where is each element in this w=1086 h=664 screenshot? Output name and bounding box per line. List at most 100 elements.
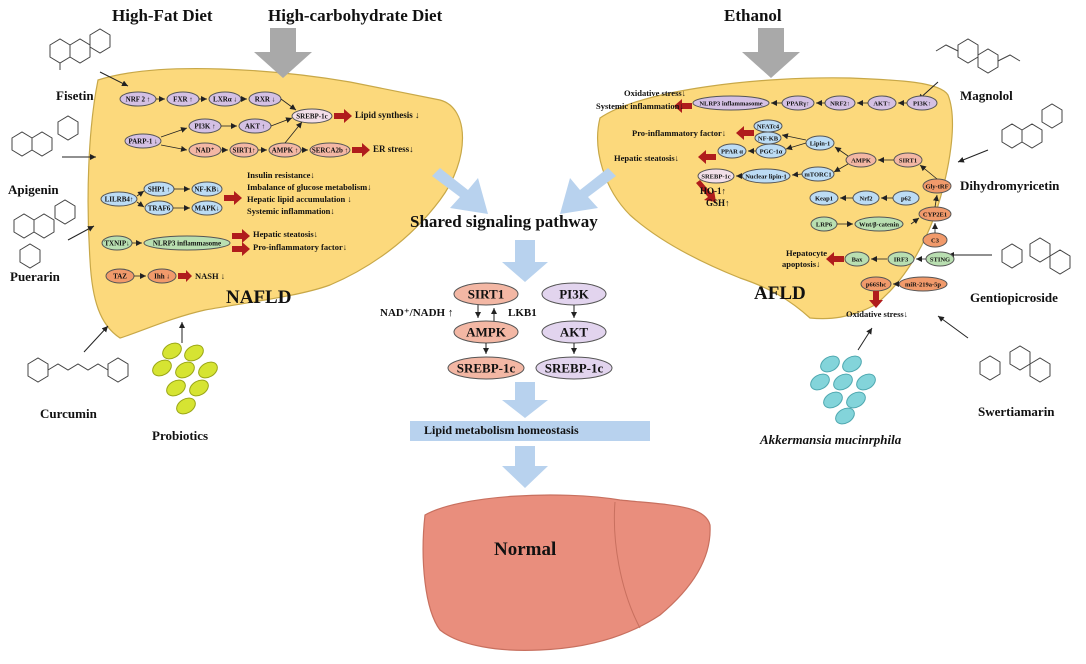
compound-akkermansia: Akkermansia mucinrphila xyxy=(760,432,902,447)
nafld-node-srebp xyxy=(291,108,333,124)
shared-pathway-connectors xyxy=(475,305,577,354)
nafld-node-sirt1-label: SIRT1↑ xyxy=(232,147,255,155)
homeostasis-bar xyxy=(410,421,650,441)
compound-curcumin: Curcumin xyxy=(40,406,97,421)
nad-nadh-label: NAD⁺/NADH ↑ xyxy=(380,307,454,319)
afld-node-pi3k-label: PI3K↑ xyxy=(913,101,931,108)
nafld-node-mapk xyxy=(191,200,223,216)
nafld-connectors xyxy=(132,96,308,279)
afld-node-c3-label: C3 xyxy=(931,238,940,245)
center-node-ampk-label: AMPK xyxy=(466,325,507,340)
afld-node-bax-label: Bax xyxy=(852,257,864,264)
afld-node-pgc1a-label: PGC-1α xyxy=(760,149,783,156)
afld-node-nfatc4-label: NFATc4 xyxy=(757,124,780,131)
nafld-node-nlrp3-label: NLRP3 inflammasome xyxy=(153,240,221,248)
lipid-homeostasis-label: Lipid metabolism homeostasis xyxy=(424,423,579,437)
arrow-ethanol-down xyxy=(742,28,800,78)
nafld-node-nlrp3 xyxy=(143,235,231,251)
nafld-node-ihh-label: Ihh ↓ xyxy=(154,273,170,281)
center-node-srebp-right xyxy=(535,356,613,380)
magnolol-structure-icon xyxy=(935,38,1021,74)
nafld-node-taz-label: TAZ xyxy=(113,273,127,281)
nafld-outcome-systemic-inflammation: Systemic inflammation↓ xyxy=(247,206,335,216)
nafld-node-mapk-label: MAPK↓ xyxy=(195,205,220,213)
nafld-outcome-glucose-imbalance: Imbalance of glucose metabolism↓ xyxy=(247,182,372,192)
afld-node-glytrf-label: Gly-tRF xyxy=(925,184,948,191)
afld-red-arrows xyxy=(674,99,883,308)
swertiamarin-structure-icon xyxy=(979,345,1051,383)
nafld-node-lxra-label: LXRα ↓ xyxy=(213,96,237,104)
afld-node-keap1 xyxy=(809,190,839,206)
nafld-node-traf6-label: TRAF6 xyxy=(148,205,171,213)
nafld-outcome-lipid-synthesis: Lipid synthesis ↓ xyxy=(355,110,420,120)
afld-node-sirt1-label: SIRT1 xyxy=(899,158,917,165)
normal-liver-lobe-line xyxy=(613,501,641,629)
arrow-afld-to-shared xyxy=(560,168,616,214)
nafld-outcome-er-stress: ER stress↓ xyxy=(373,144,414,154)
afld-node-bax xyxy=(844,251,870,267)
arrow-fisetin xyxy=(99,71,129,87)
afld-node-mtorc1-label: mTORC1 xyxy=(804,172,831,179)
dihydromyricetin-structure-icon xyxy=(1001,103,1063,149)
afld-node-ppara xyxy=(717,143,747,159)
nafld-node-fxr-label: FXR ↑ xyxy=(173,96,193,104)
afld-node-nrf2b-label: Nrf2 xyxy=(860,196,873,203)
afld-node-p66shc-label: p66Shc xyxy=(866,282,886,289)
fisetin-structure-icon xyxy=(49,28,111,70)
gentiopicroside-structure-icon xyxy=(1001,237,1071,275)
afld-outcome-oxidative-stress: Oxidative stress↓ xyxy=(624,88,686,98)
afld-outcome-apoptosis: apoptosis↓ xyxy=(782,259,821,269)
afld-node-nfkb-label: NF-KB xyxy=(758,136,779,143)
afld-node-wnt xyxy=(854,216,904,232)
nafld-outcome-insulin-resistance: Insulin resistance↓ xyxy=(247,170,315,180)
center-node-srebp-left-label: SREBP-1c xyxy=(457,361,516,376)
arrow-shared-down xyxy=(502,240,548,282)
nafld-node-ihh xyxy=(147,268,177,284)
afld-node-akt-label: AKT↑ xyxy=(873,101,890,108)
shared-signaling-pathway-title: Shared signaling pathway xyxy=(410,212,598,231)
akkermansia-icon xyxy=(810,355,876,425)
label-normal: Normal xyxy=(494,539,557,560)
afld-node-ampk xyxy=(845,152,877,168)
compound-swertiamarin: Swertiamarin xyxy=(978,404,1055,419)
nafld-node-nfkb-label: NF-KB↓ xyxy=(194,186,219,194)
afld-node-nuclear-lipin1-label: Nuclear lipin-1 xyxy=(745,174,787,181)
nafld-node-parp1 xyxy=(124,133,162,149)
afld-outcome-gsh: GSH↑ xyxy=(706,198,730,208)
afld-node-sting-label: STING xyxy=(930,257,950,264)
nafld-node-akt-label: AKT ↑ xyxy=(245,123,265,131)
afld-node-ppara-label: PPAR α xyxy=(721,149,743,156)
nafld-node-srebp-label: SREBP-1c xyxy=(296,113,328,121)
nafld-outcome-nash: NASH ↓ xyxy=(195,271,225,281)
nafld-node-serca2b-label: SERCA2b ↑ xyxy=(312,147,348,155)
afld-node-irf3-label: IRF3 xyxy=(894,257,909,264)
nafld-liver-shape xyxy=(87,67,464,339)
probiotics-icon xyxy=(152,342,218,415)
arrow-diet-down xyxy=(254,28,312,78)
afld-node-ppary-label: PPARγ↑ xyxy=(786,101,809,108)
nafld-node-shp1-label: SHP1 ↑ xyxy=(148,186,170,194)
center-node-pi3k-label: PI3K xyxy=(559,287,590,302)
arrow-akkermansia xyxy=(857,327,873,351)
afld-node-ampk-label: AMPK xyxy=(851,158,871,165)
afld-outcome-ho1: HO-1↑ xyxy=(700,186,726,196)
center-node-akt-label: AKT xyxy=(560,325,589,340)
afld-connectors xyxy=(736,100,939,287)
nafld-outcome-hepatic-steatosis: Hepatic steatosis↓ xyxy=(253,229,318,239)
compound-fisetin: Fisetin xyxy=(56,88,94,103)
afld-node-srebp xyxy=(697,168,735,184)
nafld-node-lilrb4-label: LILRB4↑ xyxy=(105,196,134,204)
nafld-node-txnip-label: TXNIP↓ xyxy=(104,240,129,248)
label-nafld: NAFLD xyxy=(226,287,292,308)
center-node-srebp-right-label: SREBP-1c xyxy=(545,361,604,376)
nafld-outcome-lipid-accumulation: Hepatic lipid accumulation ↓ xyxy=(247,194,352,204)
arrow-dihydromyricetin xyxy=(957,149,989,163)
afld-node-nlrp3-label: NLRP3 inflammasome xyxy=(699,101,762,108)
label-afld: AFLD xyxy=(754,283,806,304)
nafld-node-nad-label: NAD⁺ xyxy=(196,147,215,155)
compound-gentiopicroside: Gentiopicroside xyxy=(970,290,1058,305)
nafld-node-lilrb4 xyxy=(100,191,138,207)
nafld-outcome-pro-inflammatory: Pro-inflammatory factor↓ xyxy=(253,242,348,252)
afld-node-nrf2a-label: NRF2↑ xyxy=(830,101,850,108)
arrow-nafld-to-shared xyxy=(432,168,488,214)
